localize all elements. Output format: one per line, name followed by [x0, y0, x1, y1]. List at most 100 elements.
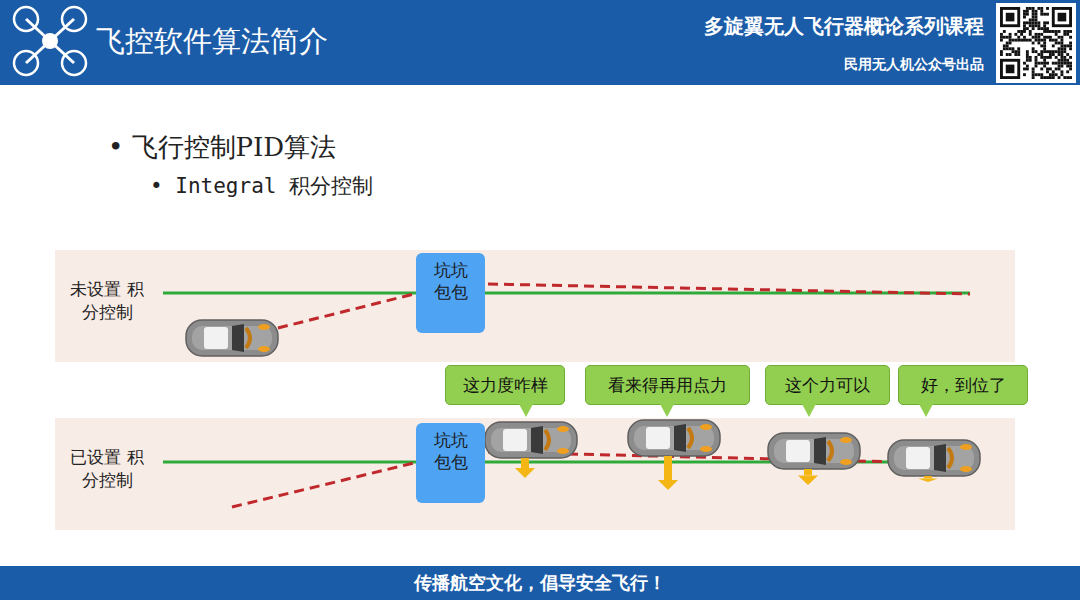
car-plate [906, 447, 930, 469]
qr-cell [1029, 30, 1032, 33]
car-light [545, 430, 549, 450]
qr-cell [1049, 76, 1052, 79]
qr-cell [1026, 27, 1029, 30]
qr-cell [1066, 44, 1069, 47]
car-lamp [557, 448, 569, 454]
qr-cell [1040, 7, 1043, 10]
qr-cell [1055, 30, 1058, 33]
qr-cell [1029, 21, 1032, 24]
qr-cell [1032, 70, 1035, 73]
qr-cell [1023, 21, 1026, 24]
qr-cell [1058, 30, 1061, 33]
qr-cell [1029, 59, 1032, 62]
qr-cell [1000, 53, 1003, 56]
qr-cell [1037, 73, 1040, 76]
qr-cell [1049, 56, 1052, 59]
qr-cell [1055, 67, 1058, 70]
qr-cell [1046, 36, 1049, 39]
qr-cell [1032, 10, 1035, 13]
qr-cell [1049, 30, 1052, 33]
qr-cell [1023, 73, 1026, 76]
qr-cell [1055, 56, 1058, 59]
car-body [888, 440, 980, 476]
band-label: 未设置 积分控制 [69, 278, 145, 324]
qr-finder [1003, 10, 1017, 24]
qr-cell [1026, 10, 1029, 13]
qr-cell [1060, 39, 1063, 42]
qr-cell [1049, 53, 1052, 56]
drone-logo [14, 7, 86, 75]
qr-cell [1035, 56, 1038, 59]
bubble-text: 看来得再用点力 [608, 374, 727, 397]
qr-cell [1058, 53, 1061, 56]
car [186, 320, 278, 356]
car-lamp [700, 424, 712, 430]
qr-cell [1049, 39, 1052, 42]
qr-cell [1006, 47, 1009, 50]
qr-cell [1032, 36, 1035, 39]
qr-cell [1026, 56, 1029, 59]
qr-cell [1058, 65, 1061, 68]
arrow-shaft [924, 476, 932, 478]
car-light [948, 448, 952, 468]
trajectory [232, 463, 414, 507]
qr-cell [1014, 33, 1017, 36]
qr-cell [1046, 7, 1049, 10]
bullet-sub: • Integral 积分控制 [150, 172, 373, 200]
qr-cell [1069, 67, 1072, 70]
qr-cell [1060, 73, 1063, 76]
car-light [828, 441, 832, 461]
car-plate [786, 440, 810, 462]
qr-cell [1052, 62, 1055, 65]
qr-cell [1058, 42, 1061, 45]
qr-cell [1029, 7, 1032, 10]
qr-cell [1052, 50, 1055, 53]
qr-cell [1043, 30, 1046, 33]
qr-cell [1000, 50, 1003, 53]
car-light [688, 428, 692, 448]
qr-cell [1032, 13, 1035, 16]
arrow-head [918, 478, 938, 482]
qr-cell [1032, 76, 1035, 79]
qr-cell [1032, 21, 1035, 24]
qr-cell [1032, 50, 1035, 53]
qr-cell [1020, 33, 1023, 36]
qr-cell [1040, 39, 1043, 42]
qr-cell [1066, 59, 1069, 62]
qr-cell [1043, 56, 1046, 59]
qr-cell [1032, 16, 1035, 19]
qr-cell [1043, 76, 1046, 79]
qr-cell [1017, 50, 1020, 53]
qr-cell [1063, 47, 1066, 50]
qr-cell [1066, 62, 1069, 65]
bump-label: 包包 [416, 281, 485, 327]
qr-cell [1049, 36, 1052, 39]
qr-cell [1009, 47, 1012, 50]
qr-ground [996, 3, 1076, 83]
qr-cell [1046, 21, 1049, 24]
qr-cell [1035, 33, 1038, 36]
qr-cell [1046, 56, 1049, 59]
car [485, 422, 577, 458]
qr-cell [1058, 50, 1061, 53]
qr-cell [1058, 62, 1061, 65]
qr-cell [1040, 50, 1043, 53]
qr-cell [1006, 36, 1009, 39]
qr-cell [1060, 42, 1063, 45]
trajectory [278, 294, 414, 328]
qr-cell [1009, 33, 1012, 36]
car-lamp [960, 466, 972, 472]
bullet-heading: • 飞行控制PID算法 [108, 130, 336, 165]
qr-cell [1032, 27, 1035, 30]
qr-cell [1006, 42, 1009, 45]
trajectory [488, 284, 970, 294]
qr-cell [1003, 44, 1006, 47]
qr-cell [1029, 39, 1032, 42]
qr-cell [1026, 21, 1029, 24]
qr-cell [1043, 44, 1046, 47]
qr-cell [1049, 73, 1052, 76]
qr-cell [1009, 36, 1012, 39]
car-window [232, 324, 244, 352]
car-window [934, 444, 946, 472]
qr-cell [1060, 62, 1063, 65]
